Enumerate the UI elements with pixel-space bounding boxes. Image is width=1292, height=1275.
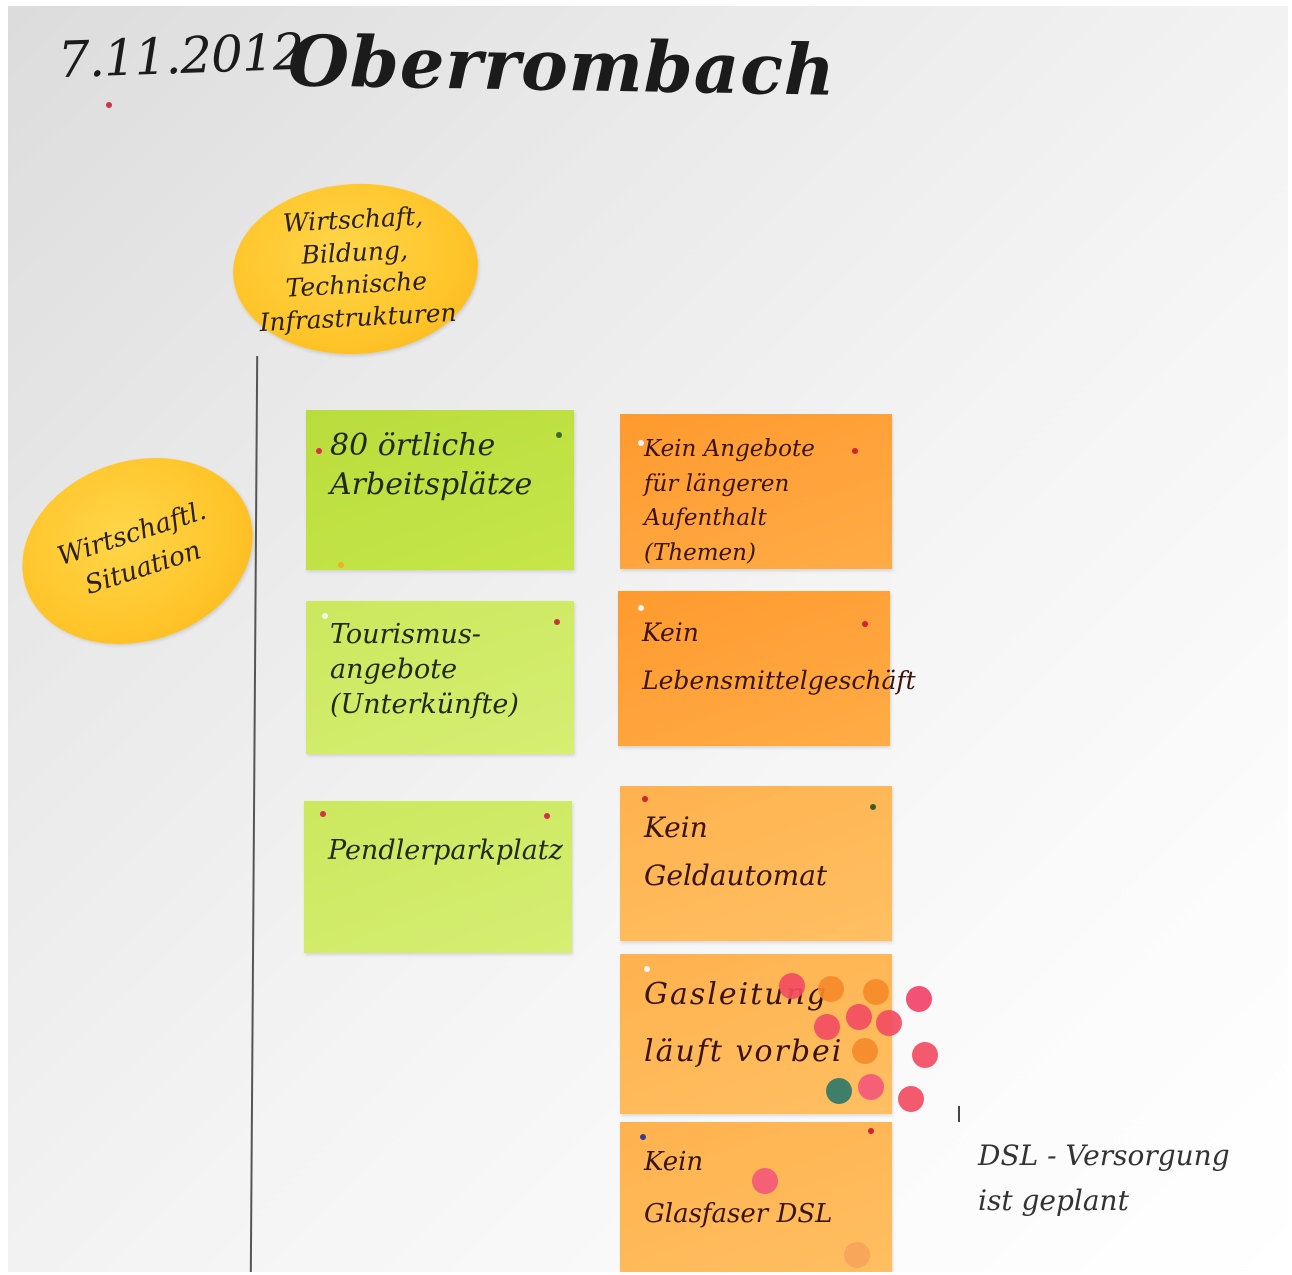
red-pin	[544, 813, 550, 819]
vote-dot	[779, 973, 805, 999]
vote-dot	[818, 976, 844, 1002]
white-pin	[322, 613, 328, 619]
board-date: 7.11.2012	[57, 22, 305, 90]
yellow-pin	[338, 562, 344, 568]
orange-card-stay-offers: Kein Angebote für längeren Aufenthalt (T…	[620, 414, 892, 569]
green-card-parking: Pendlerparkplatz	[304, 801, 572, 953]
red-pin	[106, 102, 112, 108]
red-pin	[862, 621, 868, 627]
category-oval: Wirtschaftl. Situation	[8, 429, 278, 673]
vote-dot	[852, 1038, 878, 1064]
red-pin	[852, 448, 858, 454]
vote-dot	[912, 1042, 938, 1068]
vote-dot	[906, 986, 932, 1012]
flipchart-board: 7.11.2012 Oberrombach Wirtschaft, Bildun…	[8, 6, 1288, 1272]
white-pin	[638, 440, 644, 446]
topic-oval-text: Wirtschaft, Bildung, Technische Infrastr…	[258, 201, 458, 337]
note-tick	[958, 1106, 960, 1122]
vote-dot	[876, 1010, 902, 1036]
card-text: Kein Geldautomat	[644, 811, 828, 892]
vote-dot	[858, 1074, 884, 1100]
red-pin	[868, 1128, 874, 1134]
divider-line	[249, 356, 259, 1272]
card-text: Tourismus- angebote (Unterkünfte)	[330, 619, 519, 721]
red-pin	[642, 796, 648, 802]
red-pin	[554, 619, 560, 625]
green-pin	[556, 432, 562, 438]
topic-oval: Wirtschaft, Bildung, Technische Infrastr…	[228, 177, 483, 361]
card-text: Kein Angebote für längeren Aufenthalt (T…	[644, 436, 815, 566]
vote-dot	[752, 1168, 778, 1194]
green-card-jobs: 80 örtliche Arbeitsplätze	[306, 410, 574, 570]
category-oval-text: Wirtschaftl. Situation	[53, 495, 210, 601]
vote-dot	[863, 979, 889, 1005]
vote-dot	[814, 1014, 840, 1040]
card-text: Kein Glasfaser DSL	[644, 1147, 833, 1229]
orange-card-grocery: Kein Lebensmittelgeschäft	[618, 591, 916, 746]
card-text: Kein Lebensmittelgeschäft	[642, 618, 916, 695]
vote-dot	[846, 1004, 872, 1030]
green-pin	[870, 804, 876, 810]
vote-dot	[826, 1078, 852, 1104]
white-pin	[644, 966, 650, 972]
card-text: Pendlerparkplatz	[328, 835, 563, 866]
red-pin	[320, 811, 326, 817]
green-card-tourism: Tourismus- angebote (Unterkünfte)	[306, 601, 574, 754]
red-pin	[316, 448, 322, 454]
orange-card-fiber-dsl: Kein Glasfaser DSL	[620, 1122, 892, 1272]
white-pin	[638, 605, 644, 611]
board-title: Oberrombach	[287, 19, 837, 112]
blue-pin	[640, 1134, 646, 1140]
card-text: 80 örtliche Arbeitsplätze	[330, 428, 533, 502]
vote-dot	[844, 1242, 870, 1268]
orange-card-atm: Kein Geldautomat	[620, 786, 892, 941]
side-note: DSL - Versorgung ist geplant	[978, 1139, 1230, 1217]
vote-dot	[898, 1086, 924, 1112]
